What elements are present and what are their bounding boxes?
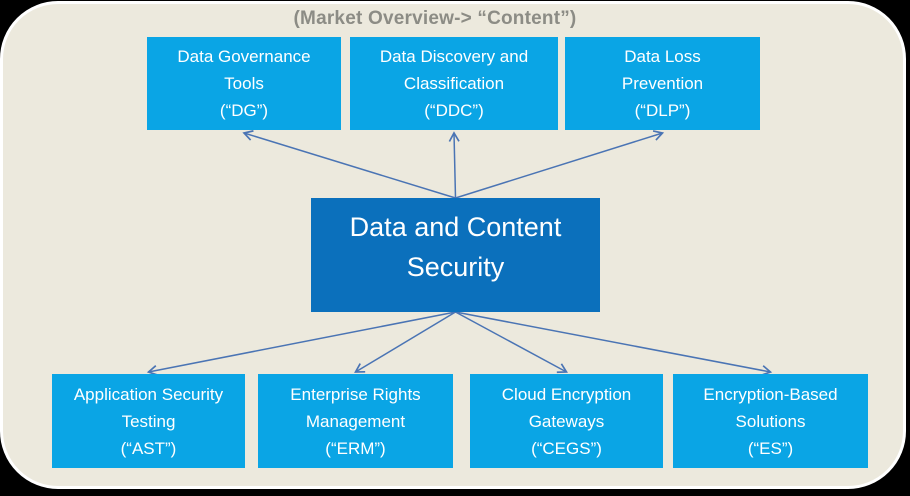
node-data-governance-tools: Data Governance Tools (“DG”) — [147, 37, 341, 130]
node-data-loss-prevention: Data Loss Prevention (“DLP”) — [565, 37, 760, 130]
node-data-discovery-and-classification: Data Discovery and Classification (“DDC”… — [350, 37, 558, 130]
node-enterprise-rights-management: Enterprise Rights Management (“ERM”) — [258, 374, 453, 468]
node-data-and-content-security: Data and Content Security — [311, 198, 600, 312]
diagram-title: (Market Overview-> “Content”) — [293, 8, 577, 29]
node-cloud-encryption-gateways: Cloud Encryption Gateways (“CEGS”) — [470, 374, 663, 468]
node-encryption-based-solutions: Encryption-Based Solutions (“ES”) — [673, 374, 868, 468]
node-application-security-testing: Application Security Testing (“AST”) — [52, 374, 245, 468]
